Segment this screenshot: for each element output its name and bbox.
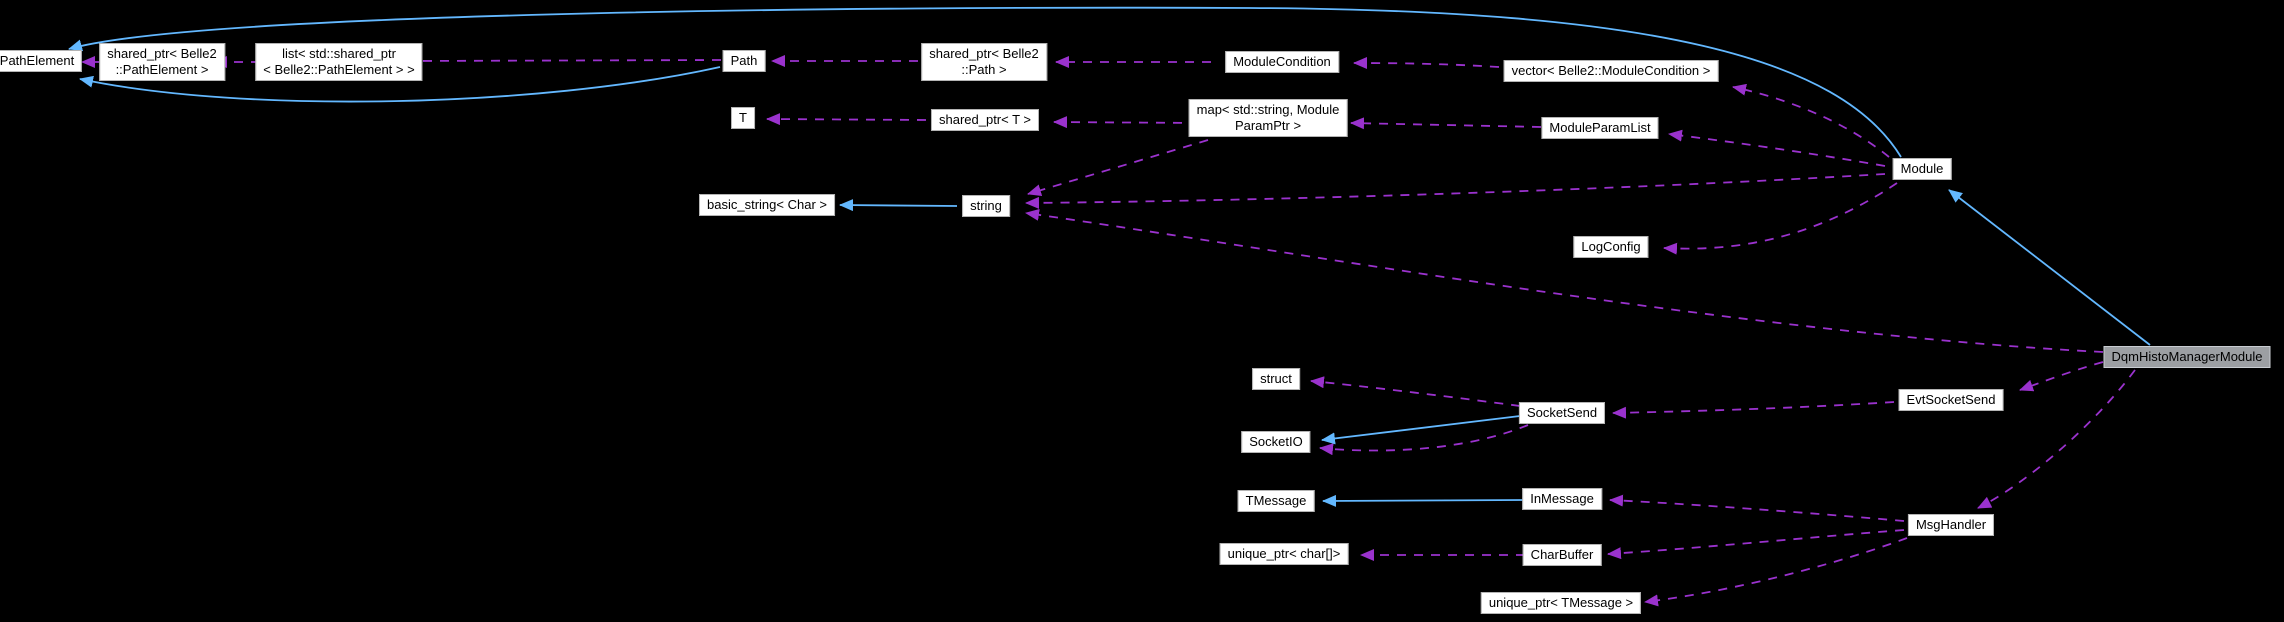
- edge-msghandler-to-up-tmessage: [1644, 537, 1908, 607]
- node-msghandler[interactable]: MsgHandler: [1907, 514, 1995, 536]
- edge-moduleparamlist-to-map: [1350, 117, 1542, 130]
- node-vector-mc: vector< Belle2::ModuleCondition >: [1503, 60, 1719, 82]
- edge-module-to-moduleparamlist: [1668, 129, 1886, 167]
- node-basic-string: basic_string< Char >: [699, 194, 835, 216]
- edge-dqm-to-module: [1948, 189, 2151, 346]
- node-socketio[interactable]: SocketIO: [1241, 431, 1311, 453]
- node-tmessage: TMessage: [1237, 490, 1315, 512]
- edge-msghandler-to-charbuffer: [1607, 529, 1905, 560]
- node-struct: struct: [1252, 368, 1300, 390]
- node-t: T: [731, 107, 755, 129]
- edge-map-to-string: [1027, 139, 1209, 197]
- edge-socketsend-to-struct: [1310, 376, 1521, 407]
- node-up-char: unique_ptr< char[]>: [1219, 543, 1349, 565]
- edge-socketsend-to-socketio-dashed: [1319, 424, 1529, 456]
- edge-sp-t-to-t: [766, 113, 927, 126]
- edge-map-to-sp-t: [1053, 116, 1200, 129]
- node-modulecondition[interactable]: ModuleCondition: [1225, 51, 1339, 73]
- node-pathelement[interactable]: PathElement: [0, 50, 83, 72]
- node-sp-t: shared_ptr< T >: [930, 109, 1040, 131]
- node-map-mpp: map< std::string, Module ParamPtr >: [1188, 99, 1348, 137]
- edge-path-to-pathelement: [79, 66, 721, 103]
- node-moduleparamlist[interactable]: ModuleParamList: [1541, 117, 1659, 139]
- node-path[interactable]: Path: [722, 50, 766, 72]
- edge-module-to-vector: [1732, 83, 1890, 158]
- node-charbuffer[interactable]: CharBuffer: [1522, 544, 1602, 566]
- node-up-tmessage: unique_ptr< TMessage >: [1480, 592, 1642, 614]
- edge-module-to-pathelement: [68, 6, 1902, 158]
- edge-dqm-to-msghandler: [1977, 369, 2136, 509]
- node-dqmhistomanagermodule[interactable]: DqmHistoManagerModule: [2103, 346, 2271, 368]
- edge-module-to-string: [1025, 173, 1886, 209]
- edge-vector-to-modulecondition: [1353, 57, 1500, 70]
- node-module[interactable]: Module: [1892, 158, 1952, 180]
- edge-dqm-to-string: [1025, 208, 2104, 353]
- edge-socketsend-to-socketio-solid: [1321, 415, 1521, 445]
- node-sp-pathelement: shared_ptr< Belle2 ::PathElement >: [99, 43, 225, 81]
- node-list-sp: list< std::shared_ptr < Belle2::PathElem…: [255, 43, 423, 81]
- edge-string-to-basic-string: [839, 199, 958, 212]
- node-sp-path: shared_ptr< Belle2 ::Path >: [921, 43, 1047, 81]
- edge-inmessage-to-tmessage: [1322, 494, 1525, 507]
- node-inmessage[interactable]: InMessage: [1522, 488, 1602, 510]
- edge-evtsocketsend-to-socketsend: [1612, 401, 1895, 419]
- node-evtsocketsend[interactable]: EvtSocketSend: [1898, 389, 2004, 411]
- node-socketsend[interactable]: SocketSend: [1518, 402, 1606, 424]
- edge-path-to-list: [407, 54, 722, 67]
- node-logconfig[interactable]: LogConfig: [1573, 236, 1649, 258]
- edge-module-to-logconfig: [1663, 182, 1898, 255]
- node-string: string: [962, 195, 1010, 217]
- edge-dqm-to-evtsocketsend: [2019, 361, 2104, 392]
- edge-msghandler-to-inmessage: [1609, 494, 1905, 522]
